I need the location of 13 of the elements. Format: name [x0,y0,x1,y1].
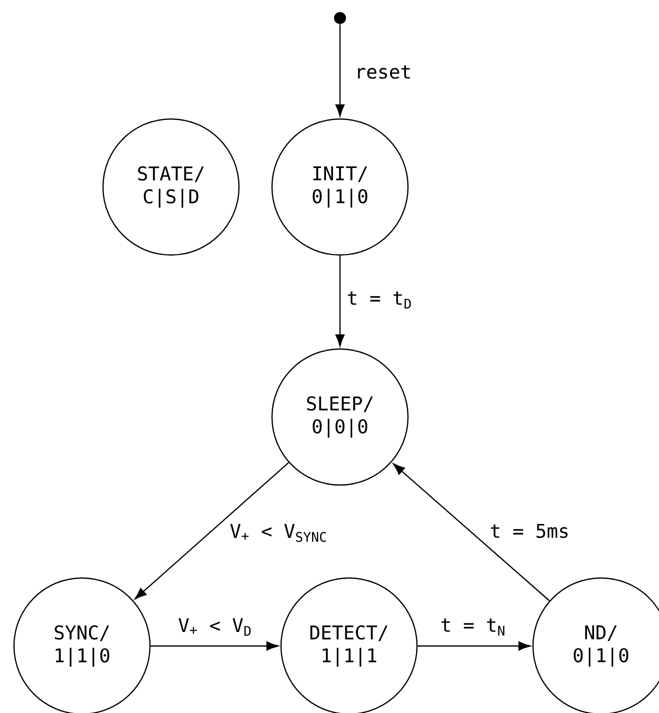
arrow [134,462,290,600]
edge-label: V$_{+}$ < V$_{SYNC}$ [228,522,330,544]
arrow [335,256,345,346]
edge-label: t = t$_{D}$ [345,290,414,310]
edge-label: t = t$_{N}$ [438,617,508,637]
arrow [150,641,278,651]
edge-label: V$_{+}$ < V$_{D}$ [176,616,254,638]
arrow [392,463,550,602]
arrow [418,641,530,651]
edge-label: t = 5ms [488,522,571,540]
start-dot [334,12,346,24]
arrow [335,24,345,116]
edge-label: reset [353,64,414,80]
